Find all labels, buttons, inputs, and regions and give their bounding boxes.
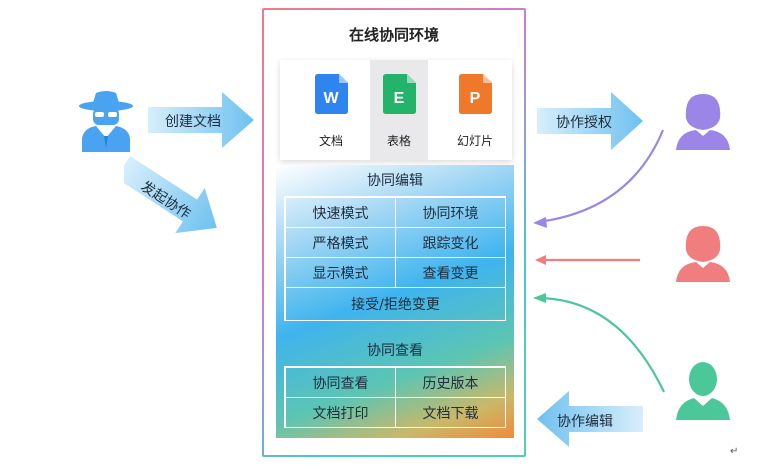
user-male-green-icon xyxy=(676,362,730,420)
cell-accept-reject[interactable]: 接受/拒绝变更 xyxy=(285,287,506,321)
create-doc-label: 创建文档 xyxy=(165,114,221,130)
create-doc-arrow xyxy=(148,92,254,148)
ppt-file-icon: P xyxy=(459,74,492,114)
app-slides[interactable]: P 幻灯片 xyxy=(446,60,504,160)
app-doc-label: 文档 xyxy=(318,134,343,148)
collab-view-title: 协同查看 xyxy=(367,343,423,359)
start-collab-arrow xyxy=(124,156,217,234)
collab-view-grid: 协同查看 历史版本 文档打印 文档下载 xyxy=(284,366,506,428)
app-doc[interactable]: W 文档 xyxy=(302,60,360,160)
word-file-icon: W xyxy=(315,74,348,114)
owner-icon xyxy=(79,91,133,152)
user-female-red-icon xyxy=(676,226,730,282)
app-slides-label: 幻灯片 xyxy=(456,134,493,148)
collab-edit-grid: 快速模式 协同环境 严格模式 跟踪变化 显示模式 查看变更 接受/拒绝变更 xyxy=(284,196,506,321)
word-letter: W xyxy=(323,90,339,107)
authorize-label: 协作授权 xyxy=(556,115,612,131)
authorize-arrow xyxy=(537,92,643,150)
trailing-mark: ↵ xyxy=(730,446,739,457)
collab-edit-label: 协作编辑 xyxy=(557,414,613,430)
collab-edit-title: 协同编辑 xyxy=(367,173,423,189)
app-card: W 文档 E 表格 P 幻灯片 xyxy=(280,60,512,160)
excel-letter: E xyxy=(394,90,405,107)
collab-edit-arrow xyxy=(537,391,643,447)
ppt-letter: P xyxy=(470,90,481,107)
environment-title: 在线协同环境 xyxy=(348,26,439,44)
app-sheet[interactable]: E 表格 xyxy=(370,60,428,160)
cell-download[interactable]: 文档下载 xyxy=(395,397,506,428)
excel-file-icon: E xyxy=(383,74,416,114)
app-sheet-label: 表格 xyxy=(386,134,411,148)
user-female-purple-icon xyxy=(676,94,730,150)
